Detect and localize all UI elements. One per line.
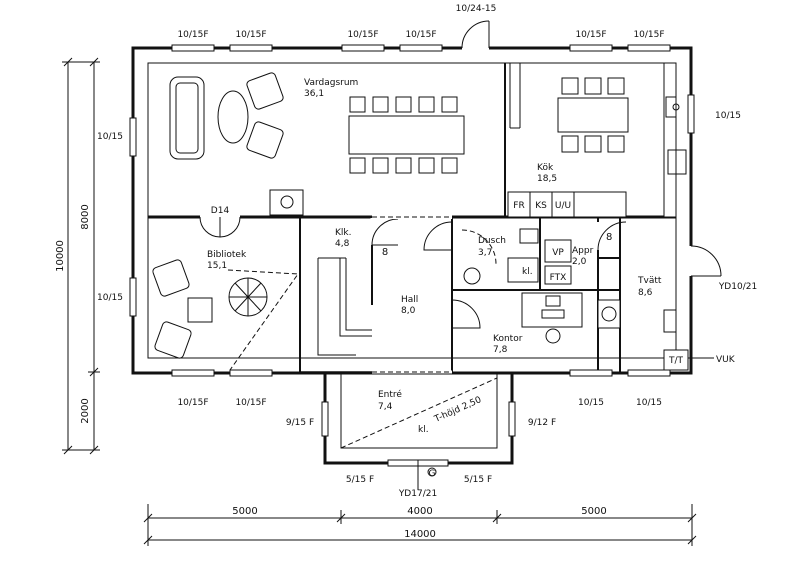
window-label-bottom-1: 10/15F (177, 398, 208, 408)
dim-lower-height: 2000 (80, 398, 91, 423)
windows-sides: 10/15 10/15 10/15 YD10/21 (97, 94, 757, 317)
window-label-entry-right: 9/12 F (528, 418, 556, 428)
closet-label-dusch: kl. (522, 267, 533, 277)
room-name-dusch: Dusch (478, 236, 506, 246)
room-area-hall: 8,0 (401, 306, 416, 316)
hall-details (372, 215, 481, 374)
toilet-icon (519, 228, 539, 244)
dim-total-width: 14000 (404, 529, 436, 540)
armchair-icon (246, 121, 284, 159)
ceiling-height-label: T-höjd 2,50 (432, 395, 483, 425)
room-name-entre: Entré (378, 389, 402, 400)
room-area-klk: 4,8 (335, 239, 350, 249)
vuk-label: VUK (716, 355, 736, 365)
dining-chairs (349, 96, 458, 174)
room-area-appr: 2,0 (572, 257, 587, 267)
room-name-bibliotek: Bibliotek (207, 250, 247, 260)
washbasin-icon (463, 267, 481, 285)
dining-table-icon (348, 115, 465, 155)
window-label-left-upper: 10/15 (97, 132, 123, 142)
vertical-dimensions: 10000 8000 2000 (55, 57, 100, 455)
dim-width-left: 5000 (232, 506, 257, 517)
dim-width-mid: 4000 (407, 506, 432, 517)
window-label-top-2: 10/15F (235, 30, 266, 40)
door-label-d14: D14 (211, 206, 230, 216)
window-label-entry-left: 9/15 F (286, 418, 314, 428)
wet-room-details: VP FTX kl. 8 T/T VUK (461, 221, 736, 371)
horizontal-dimensions: 5000 4000 5000 14000 (143, 504, 697, 546)
armchair-icon (154, 321, 192, 359)
sink-icon (665, 96, 677, 118)
appliance-fr: FR (513, 201, 524, 211)
stove-icon (667, 149, 687, 175)
closet-label-entre: kl. (418, 425, 429, 435)
dim-upper-height: 8000 (80, 204, 91, 229)
room-area-vardagsrum: 36,1 (304, 89, 324, 99)
appliance-uu: U/U (555, 201, 571, 211)
washing-machine-icon (601, 306, 617, 322)
window-label-entry-low-right: 5/15 F (464, 475, 492, 485)
room-name-klk: Klk. (335, 228, 351, 238)
window-label-bottom-2: 10/15F (235, 398, 266, 408)
room-area-tvatt: 8,6 (638, 288, 653, 298)
window-label-bottom-4: 10/15 (636, 398, 662, 408)
room-area-dusch: 3,7 (478, 248, 492, 258)
room-name-vardagsrum: Vardagsrum (304, 78, 358, 88)
dim-width-right: 5000 (581, 506, 606, 517)
window-label-bottom-3: 10/15 (578, 398, 604, 408)
entry-door-mark: G (429, 469, 436, 479)
stair-area: 8 (317, 218, 399, 356)
window-label-top-3: 10/15F (347, 30, 378, 40)
wardrobe-mark-tvatt: 8 (606, 232, 612, 243)
coffee-table-icon (217, 90, 249, 144)
windows-top: 10/15F 10/15F 10/15F 10/15F 10/15F 10/15… (171, 4, 671, 52)
room-area-entre: 7,4 (378, 402, 393, 412)
room-area-kok: 18,5 (537, 174, 557, 184)
library-furniture: D14 (152, 206, 299, 371)
appliance-ftx: FTX (550, 273, 567, 283)
kitchen-table-icon (557, 97, 629, 133)
office-chair-icon (545, 328, 561, 344)
appliance-vp: VP (552, 248, 564, 258)
windows-bottom: 10/15F 10/15F 10/15 10/15 9/15 F 9/12 F … (171, 369, 671, 499)
wardrobe-mark: 8 (382, 247, 388, 258)
tumble-dryer-label: T/T (668, 356, 684, 366)
dim-total-height: 10000 (55, 240, 66, 272)
window-label-left-lower: 10/15 (97, 293, 123, 303)
window-label-top-5: 10/15F (575, 30, 606, 40)
window-label-entry-low-left: 5/15 F (346, 475, 374, 485)
window-label-right-upper: 10/15 (715, 111, 741, 121)
office-furniture (521, 292, 583, 344)
appliance-ks: KS (535, 201, 547, 211)
fireplace-icon (269, 189, 304, 216)
room-area-bibliotek: 15,1 (207, 261, 227, 271)
room-name-kontor: Kontor (493, 334, 523, 344)
room-name-tvatt: Tvätt (637, 276, 662, 286)
side-table-icon (187, 297, 213, 323)
room-name-kok: Kök (537, 163, 554, 173)
room-name-hall: Hall (401, 295, 418, 305)
armchair-icon (152, 259, 190, 297)
sofa-icon (169, 76, 205, 160)
window-label-top-4: 10/15F (405, 30, 436, 40)
room-name-appr: Appr (572, 246, 594, 256)
door-label-top: 10/24-15 (456, 4, 497, 14)
laundry-sink-icon (663, 309, 677, 333)
entry-details: kl. T-höjd 2,50 (340, 377, 498, 449)
door-label-entry: YD17/21 (398, 489, 437, 499)
living-room-furniture (169, 72, 465, 216)
door-label-right: YD10/21 (718, 282, 757, 292)
kitchen-furniture: FR KS U/U (507, 62, 687, 218)
window-label-top-6: 10/15F (633, 30, 664, 40)
window-label-top-1: 10/15F (177, 30, 208, 40)
room-area-kontor: 7,8 (493, 345, 508, 355)
armchair-icon (246, 72, 284, 110)
